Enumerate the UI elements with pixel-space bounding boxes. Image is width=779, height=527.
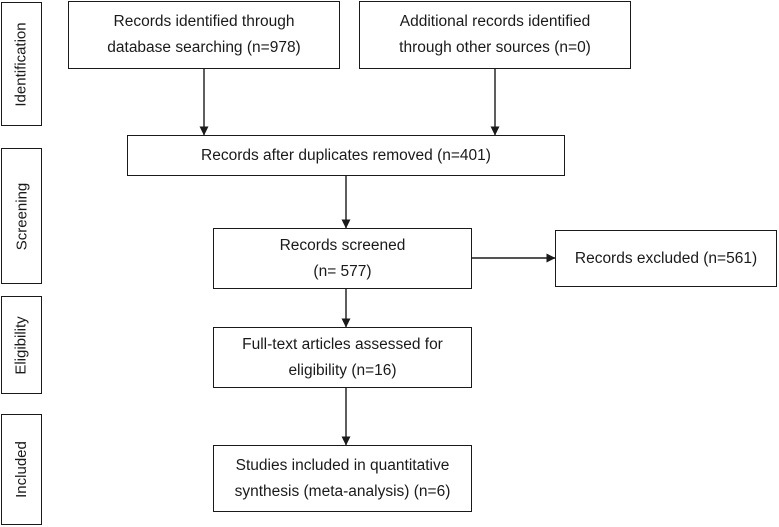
stage-identification: Identification [1,2,42,126]
other-records-line2: through other sources (n=0) [399,39,591,56]
box-records-excluded: Records excluded (n=561) [555,230,777,287]
box-other-records: Additional records identified through ot… [359,1,631,69]
included-studies-line1: Studies included in quantitative [235,456,450,474]
database-records-line1: Records identified through [113,13,295,30]
records-screened-line2: (n= 577) [313,262,372,280]
full-text-line2: eligibility (n=16) [288,361,397,379]
stage-screening: Screening [1,148,42,284]
database-records-line2: database searching (n=978) [107,39,301,56]
stage-included: Included [1,414,42,525]
after-duplicates-line1: Records after duplicates removed (n=401) [201,146,491,164]
records-excluded-line1: Records excluded (n=561) [574,249,758,267]
records-screened-line1: Records screened [279,236,406,254]
other-records-line1: Additional records identified [399,13,591,30]
box-included-studies: Studies included in quantitative synthes… [213,445,472,512]
box-after-duplicates: Records after duplicates removed (n=401) [127,135,565,176]
full-text-line1: Full-text articles assessed for [242,335,443,353]
box-database-records: Records identified through database sear… [68,1,340,69]
box-full-text: Full-text articles assessed for eligibil… [213,327,472,388]
box-records-screened: Records screened (n= 577) [213,228,472,289]
included-studies-line2: synthesis (meta-analysis) (n=6) [234,482,451,500]
stage-eligibility: Eligibility [1,296,42,394]
